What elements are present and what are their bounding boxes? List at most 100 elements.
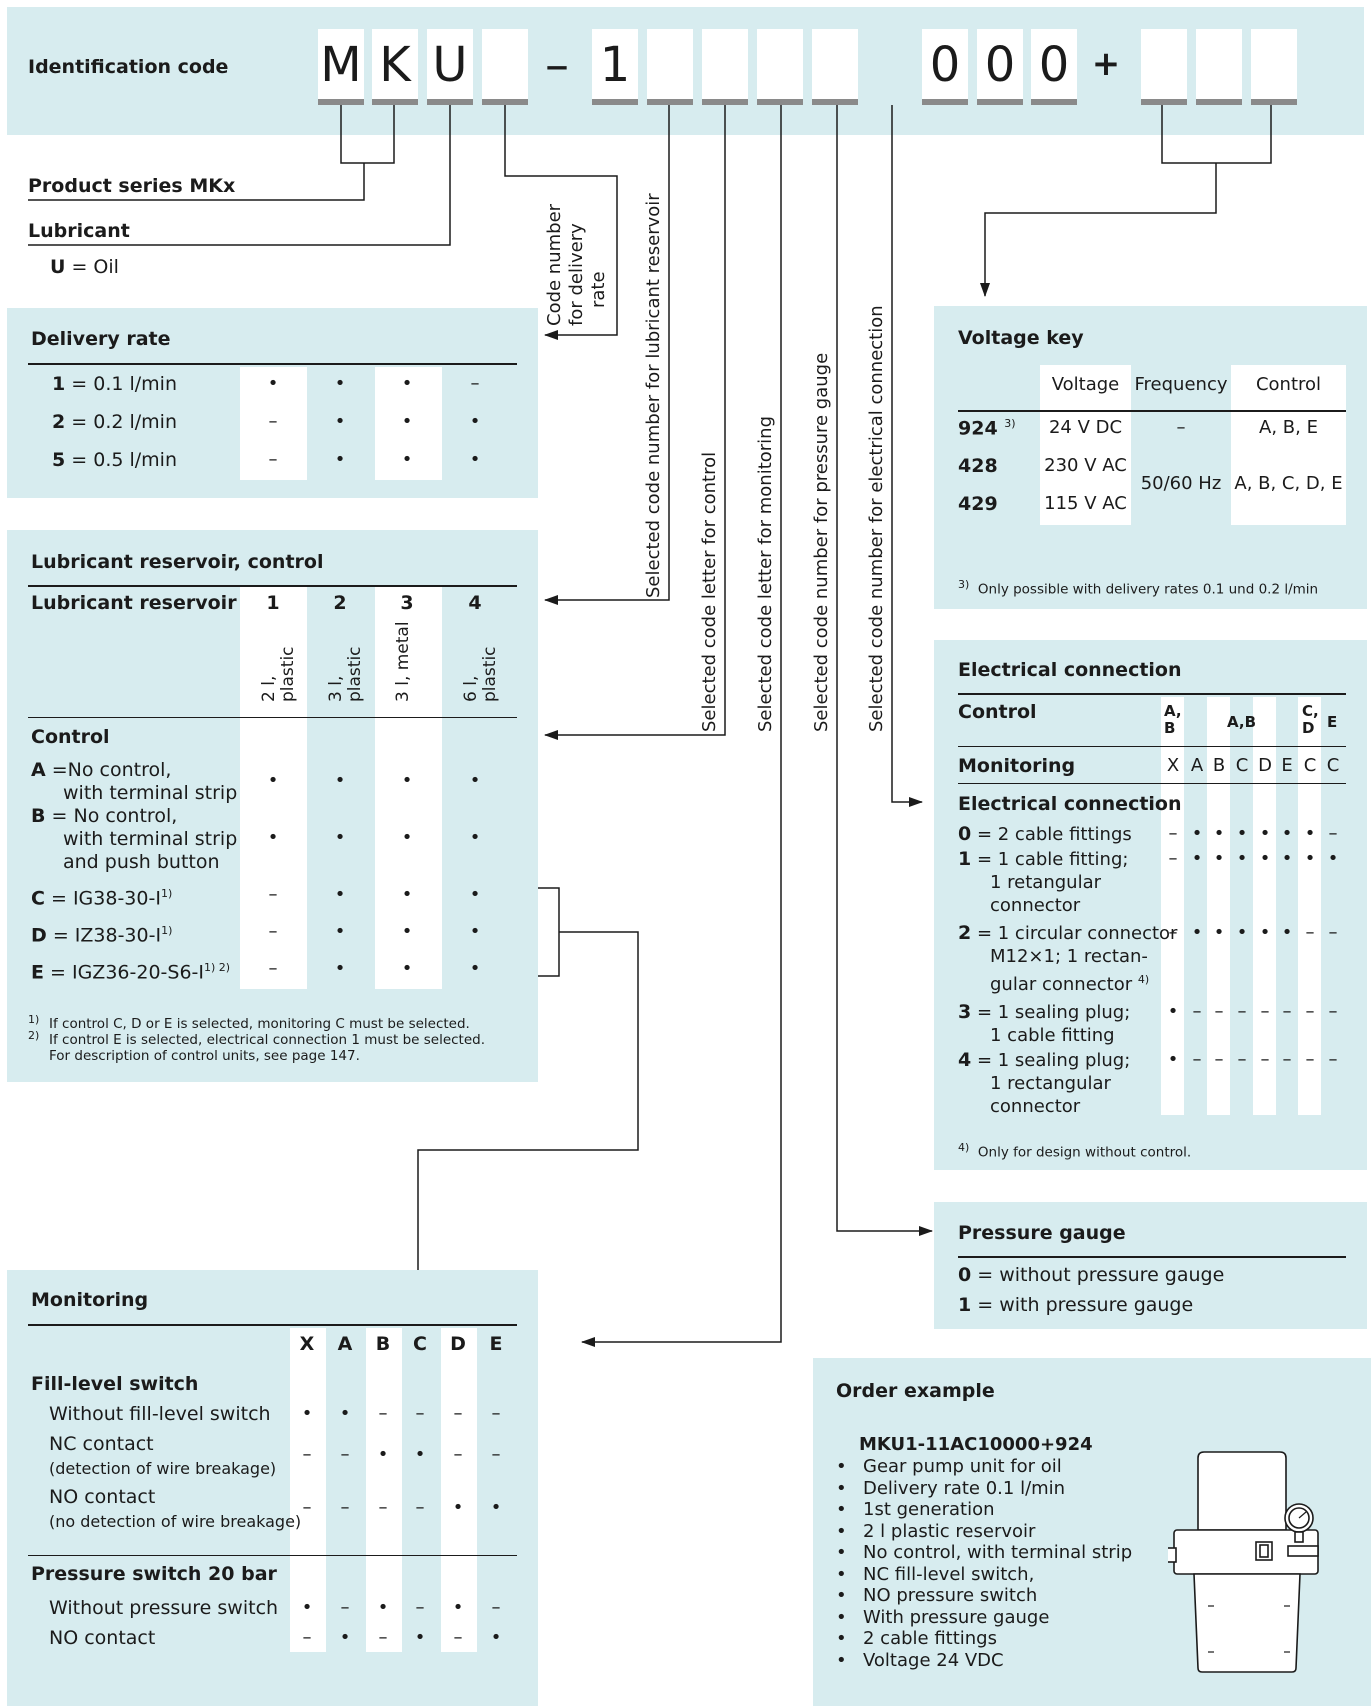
electrical-mark: –	[1305, 1001, 1315, 1022]
delivery-mark: •	[267, 373, 279, 394]
electrical-mark: •	[1304, 848, 1316, 869]
electrical-line: 1 = 1 cable fitting;	[958, 848, 1128, 871]
code-box-bar	[922, 99, 968, 105]
control-row: E = IGZ36-20-S6-I1) 2)	[31, 956, 230, 984]
fill-level-mark: •	[301, 1403, 313, 1424]
electrical-text: gular connector	[990, 974, 1133, 995]
delivery-mark: •	[401, 449, 413, 470]
footnote-num: 2)	[28, 1029, 40, 1042]
voltage-value: 230 V AC	[1044, 455, 1127, 476]
order-bullet: •	[836, 1542, 847, 1563]
code-box	[1251, 29, 1297, 102]
code-char: 0	[984, 37, 1016, 93]
control-line: C = IG38-30-I1)	[31, 882, 172, 910]
electrical-mark: –	[1214, 1001, 1224, 1022]
electrical-line: connector	[958, 1095, 1130, 1118]
code-char: U	[432, 37, 468, 93]
control-mark: •	[401, 827, 413, 848]
electrical-mark: •	[1259, 823, 1271, 844]
electrical-mark: –	[1237, 1049, 1247, 1070]
electrical-mark: •	[1191, 823, 1203, 844]
electrical-mark: •	[1236, 922, 1248, 943]
electrical-monitoring-head: A	[1190, 755, 1204, 776]
product-series-label: Product series MKx	[28, 175, 236, 197]
electrical-mark: –	[1214, 1049, 1224, 1070]
fill-level-mark: •	[490, 1497, 502, 1518]
control-mark: •	[334, 958, 346, 979]
electrical-mark: –	[1168, 848, 1178, 869]
fill-level-option: NO contact	[49, 1486, 156, 1508]
reservoir-col-num: 2	[333, 592, 347, 614]
pressure-gauge-rule	[958, 1256, 1346, 1258]
order-bullet: •	[836, 1628, 847, 1649]
elec-head-e: E	[1327, 713, 1338, 731]
code-box-bar	[318, 99, 364, 105]
reservoir-code-label: Selected code number for lubricant reser…	[643, 193, 664, 598]
monitoring-white-col	[441, 1328, 477, 1652]
pressure-switch-mark: –	[491, 1597, 501, 1618]
order-item: 2 l plastic reservoir	[863, 1520, 1036, 1542]
code-box	[1141, 29, 1187, 102]
electrical-line: 4 = 1 sealing plug;	[958, 1049, 1130, 1072]
control-code: E	[31, 961, 44, 984]
electrical-mark: •	[1259, 848, 1271, 869]
code-box-bar	[427, 99, 473, 105]
voltage-code: 924 3)	[958, 417, 1016, 439]
electrical-footnote: 4) Only for design without control.	[958, 1141, 1191, 1161]
electrical-monitoring-head: C	[1303, 755, 1317, 776]
control-text: = No control,	[45, 805, 178, 827]
reservoir-col-desc-1: 3 l, metal	[393, 621, 413, 702]
electrical-monitoring-head: C	[1326, 755, 1340, 776]
voltage-frequency: –	[1176, 417, 1186, 438]
order-example-code: MKU1-11AC10000+924	[859, 1434, 1093, 1455]
electrical-line: M12×1; 1 rectan-	[958, 945, 1177, 968]
voltage-key-title: Voltage key	[958, 327, 1084, 349]
pressure-switch-mark: –	[453, 1627, 463, 1648]
pressure-switch-mark: –	[415, 1597, 425, 1618]
reservoir-col-num: 3	[400, 592, 414, 614]
order-bullet: •	[836, 1520, 847, 1542]
electrical-mark: –	[1305, 922, 1315, 943]
monitoring-head: X	[299, 1333, 315, 1355]
electrical-mark: •	[1191, 922, 1203, 943]
electrical-rule-mid1	[958, 746, 1346, 747]
electrical-mark: –	[1282, 1049, 1292, 1070]
electrical-mark: –	[1192, 1049, 1202, 1070]
electrical-title: Electrical connection	[958, 659, 1182, 681]
delivery-mark: •	[401, 373, 413, 394]
electrical-mark: –	[1260, 1049, 1270, 1070]
reservoir-col-desc-2: plastic	[278, 646, 298, 702]
control-text: =No control,	[45, 759, 172, 781]
reservoir-col-desc-1: 3 l,	[326, 675, 346, 702]
voltage-footnote-text: Only possible with delivery rates 0.1 un…	[977, 581, 1319, 598]
delivery-row: 2 = 0.2 l/min	[52, 411, 177, 433]
reservoir-col-desc-1: 2 l,	[259, 675, 279, 702]
electrical-rule-top	[958, 693, 1346, 695]
control-line: with terminal strip	[63, 828, 238, 850]
code-char: 1	[599, 37, 631, 93]
delivery-code-label: Code number for delivery rate	[544, 204, 614, 328]
pressure-switch-mark: –	[378, 1627, 388, 1648]
lubricant-key: U	[50, 256, 66, 278]
code-box	[702, 29, 748, 102]
reservoir-col-desc-2: plastic	[480, 646, 500, 702]
electrical-code-label: Selected code number for electrical conn…	[866, 305, 887, 732]
reservoir-rule-mid	[28, 717, 517, 718]
pump-unit-image	[1168, 1451, 1319, 1673]
delivery-mark: –	[470, 373, 480, 394]
electrical-text: connector	[990, 895, 1081, 916]
footnote-text: If control E is selected, electrical con…	[49, 1032, 486, 1048]
electrical-monitoring-head: B	[1212, 755, 1226, 776]
fill-level-mark: –	[415, 1497, 425, 1518]
reservoir-col-desc-1: 6 l,	[461, 675, 481, 702]
monitoring-head: D	[450, 1333, 466, 1355]
electrical-code: 1	[958, 848, 972, 870]
delivery-mark: •	[334, 411, 346, 432]
monitoring-white-col	[290, 1328, 326, 1652]
control-code: C	[31, 887, 45, 910]
delivery-code-line-1: Code number	[544, 203, 565, 326]
electrical-text: 1 rectangular	[990, 1073, 1111, 1094]
code-box	[372, 29, 418, 102]
code-char: 0	[929, 37, 961, 93]
reservoir-rule-top	[28, 585, 517, 587]
